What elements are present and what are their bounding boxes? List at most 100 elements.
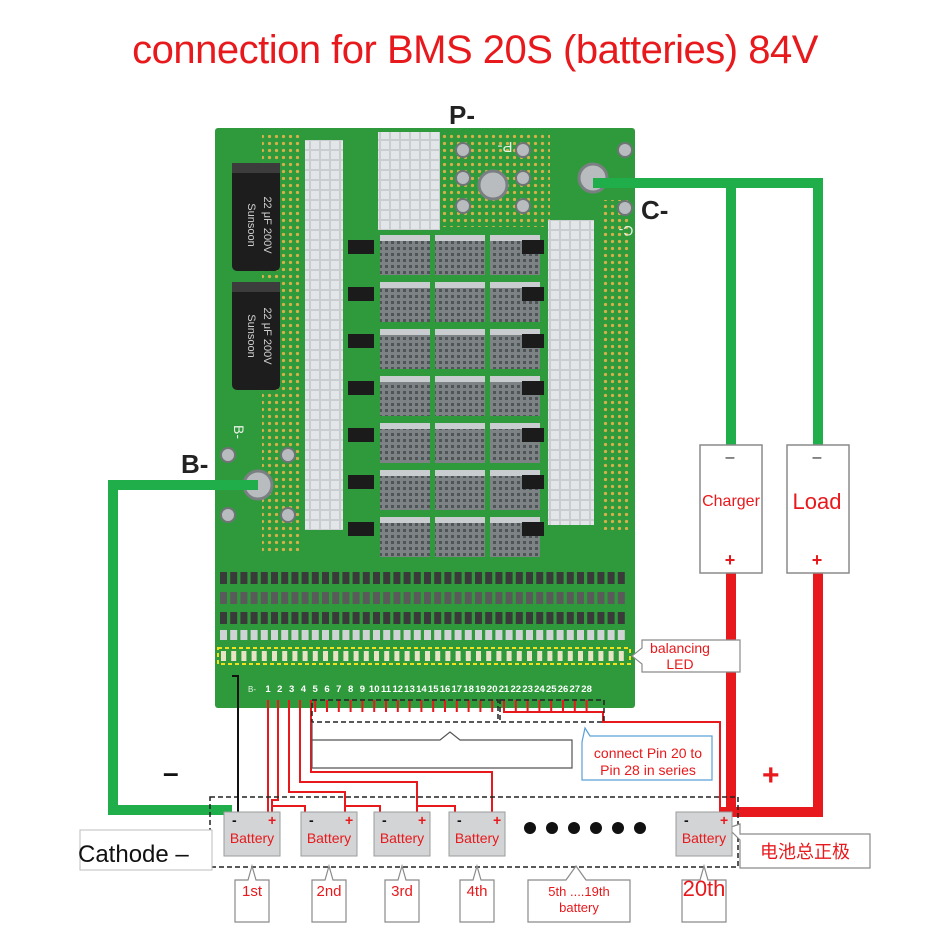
resistor (434, 612, 442, 624)
resistor (617, 612, 625, 624)
balancing-led (272, 651, 277, 661)
resistor (311, 630, 319, 640)
resistor (454, 592, 462, 604)
resistor (301, 612, 309, 624)
resistor (301, 572, 309, 584)
resistor (536, 630, 544, 640)
mosfet (380, 517, 430, 557)
resistor (536, 612, 544, 624)
resistor (403, 572, 411, 584)
battery-order-label: 20th (683, 876, 726, 901)
battery-plus: + (720, 812, 728, 828)
balancing-led (425, 651, 430, 661)
resistor (281, 592, 289, 604)
pin-label: 15 (428, 684, 439, 695)
middle-battery-label-line-2: battery (559, 900, 599, 915)
resistor (352, 572, 360, 584)
resistor (444, 572, 452, 584)
balancing-led (312, 651, 318, 661)
balancing-led (537, 651, 543, 661)
resistor (424, 612, 431, 624)
resistor (230, 572, 238, 584)
resistor (352, 612, 360, 624)
balance-wire-3 (288, 700, 346, 812)
resistor (587, 572, 595, 584)
battery-minus: - (684, 812, 689, 828)
resistor (322, 592, 329, 604)
pin-label: 12 (393, 684, 404, 695)
resistor (475, 572, 482, 584)
resistor (220, 612, 227, 624)
battery-order-label: 4th (467, 883, 488, 900)
driver-chip (348, 240, 374, 254)
resistor (311, 592, 319, 604)
resistor (332, 612, 340, 624)
resistor (454, 630, 462, 640)
resistor (311, 572, 319, 584)
resistor (577, 572, 584, 584)
screw-pads (220, 142, 633, 523)
cathode-callout: Cathode – (78, 829, 213, 871)
bms-board: Sunsoon 22 μF 200V Sunsoon 22 μF 200V P-… (215, 128, 635, 708)
battery-plus: + (345, 812, 353, 828)
pin-label: 14 (416, 684, 427, 695)
resistor (587, 612, 595, 624)
mosfet (435, 517, 485, 557)
resistor (362, 630, 370, 640)
pin-label: 25 (546, 684, 557, 695)
battery-order-box (311, 863, 347, 923)
middle-battery-dots (524, 822, 646, 834)
resistor (230, 592, 238, 604)
resistor (240, 630, 248, 640)
driver-chip (522, 287, 544, 301)
resistor (332, 592, 340, 604)
series-callout-line-2: Pin 28 in series (600, 762, 696, 778)
balancing-led (353, 651, 359, 661)
resistor (546, 630, 554, 640)
resistor (271, 592, 278, 604)
resistor (617, 592, 625, 604)
resistor (597, 612, 605, 624)
middle-battery-label-line-1: 5th ....19th (548, 884, 609, 899)
resistor (556, 572, 564, 584)
balancing-led (261, 651, 267, 661)
battery-order-box (234, 863, 270, 923)
balancing-led (608, 651, 614, 661)
resistor (250, 612, 258, 624)
pin-label: 10 (369, 684, 380, 695)
battery-minus: - (232, 812, 237, 828)
balancing-led (221, 651, 226, 661)
copper-strip-3 (378, 132, 440, 230)
resistor (607, 612, 615, 624)
resistor (393, 630, 401, 640)
resistor (526, 592, 533, 604)
resistor (301, 592, 309, 604)
battery-link-3 (416, 805, 456, 812)
pin-label: 19 (475, 684, 486, 695)
balancing-led (384, 651, 390, 661)
resistor (332, 630, 340, 640)
resistor (587, 630, 595, 640)
resistor (434, 630, 442, 640)
pin-label: 17 (452, 684, 463, 695)
resistor (413, 612, 421, 624)
pin-label: 8 (348, 684, 353, 695)
pins-20-28-group (499, 699, 605, 723)
resistor (383, 572, 391, 584)
resistor (240, 572, 248, 584)
load-plus-wire (720, 570, 823, 817)
capacitor-1-brand: Sunsoon (245, 203, 257, 246)
balancing-led (282, 651, 288, 661)
resistor (566, 612, 574, 624)
resistor (403, 630, 411, 640)
resistor (485, 612, 493, 624)
balancing-led (588, 651, 594, 661)
terminal-p-pad (477, 169, 509, 201)
pin-label: 20 (487, 684, 498, 695)
capacitor-2: Sunsoon 22 μF 200V (232, 282, 280, 390)
balancing-led (598, 651, 604, 661)
resistor (291, 630, 299, 640)
